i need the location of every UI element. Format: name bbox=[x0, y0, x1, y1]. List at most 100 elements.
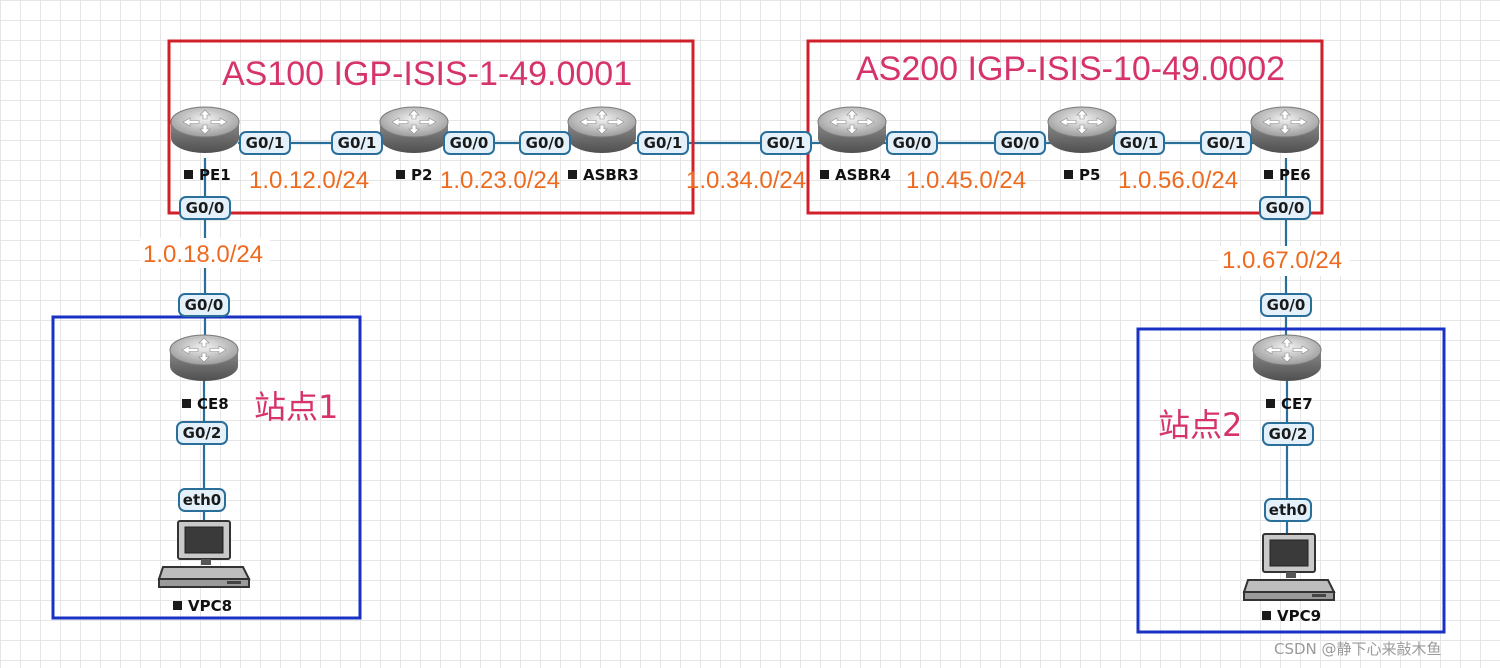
port-badge-label: G0/0 bbox=[1267, 296, 1306, 314]
subnet-pe1-p2: 1.0.12.0/24 bbox=[249, 167, 369, 194]
port-ce8-g00[interactable]: G0/0 bbox=[178, 293, 230, 317]
port-badge-frame bbox=[1260, 293, 1312, 317]
port-badge-label: G0/1 bbox=[644, 134, 683, 152]
port-badge-frame bbox=[176, 421, 228, 445]
port-badge-label: G0/1 bbox=[767, 134, 806, 152]
subnet-p5-pe6: 1.0.56.0/24 bbox=[1118, 167, 1238, 194]
pc-icon bbox=[158, 520, 250, 588]
subnet-pe6-ce7: 1.0.67.0/24 bbox=[1222, 247, 1342, 274]
router-icon bbox=[817, 106, 887, 154]
port-badge-label: G0/1 bbox=[1207, 134, 1246, 152]
device-label-p2: P2 bbox=[396, 166, 432, 184]
port-pe6-g01[interactable]: G0/1 bbox=[1200, 131, 1252, 155]
device-label-text: PE1 bbox=[199, 166, 231, 184]
port-pe1-g01[interactable]: G0/1 bbox=[239, 131, 291, 155]
port-badge-label: G0/0 bbox=[450, 134, 489, 152]
pc-vpc9[interactable] bbox=[1243, 533, 1335, 601]
port-badge-label: G0/1 bbox=[1120, 134, 1159, 152]
watermark: CSDN @静下心来敲木鱼 bbox=[1274, 640, 1442, 658]
port-badge-frame bbox=[443, 131, 495, 155]
port-badge-frame bbox=[179, 196, 231, 220]
port-badge-frame bbox=[994, 131, 1046, 155]
port-vpc8-eth0[interactable]: eth0 bbox=[178, 488, 226, 512]
subnet-p2-asbr3: 1.0.23.0/24 bbox=[440, 167, 560, 194]
links bbox=[202, 141, 1289, 540]
router-icon bbox=[1250, 106, 1320, 154]
port-pe1-g00[interactable]: G0/0 bbox=[179, 196, 231, 220]
port-badge-label: G0/0 bbox=[1001, 134, 1040, 152]
port-pe6-g00[interactable]: G0/0 bbox=[1259, 196, 1311, 220]
device-label-ce8: CE8 bbox=[182, 395, 229, 413]
site2-region-box bbox=[1136, 327, 1446, 634]
port-badge-label: G0/0 bbox=[526, 134, 565, 152]
port-badge-frame bbox=[239, 131, 291, 155]
site2-title: 站点2 bbox=[1158, 406, 1242, 444]
router-icon bbox=[170, 106, 240, 154]
subnet-asbr3-asbr4: 1.0.34.0/24 bbox=[686, 167, 806, 194]
as100-region-box bbox=[167, 39, 695, 215]
as200-region-box bbox=[806, 39, 1324, 215]
subnet-label-bg bbox=[1218, 246, 1350, 276]
port-badge-frame bbox=[178, 293, 230, 317]
port-badge-frame bbox=[1200, 131, 1252, 155]
port-asbr3-g00[interactable]: G0/0 bbox=[519, 131, 571, 155]
port-badge-label: eth0 bbox=[1269, 501, 1307, 519]
port-badge-frame bbox=[1262, 422, 1314, 446]
port-badge-label: G0/1 bbox=[246, 134, 285, 152]
port-ce8-g02[interactable]: G0/2 bbox=[176, 421, 228, 445]
port-badge-frame bbox=[886, 131, 938, 155]
port-ce7-g02[interactable]: G0/2 bbox=[1262, 422, 1314, 446]
device-label-text: VPC9 bbox=[1277, 607, 1321, 625]
port-badge-label: G0/1 bbox=[338, 134, 377, 152]
port-badge-frame bbox=[178, 488, 226, 512]
device-label-pe1: PE1 bbox=[184, 166, 231, 184]
device-label-vpc9: VPC9 bbox=[1262, 607, 1321, 625]
device-label-pe6: PE6 bbox=[1264, 166, 1311, 184]
port-p5-g01[interactable]: G0/1 bbox=[1113, 131, 1165, 155]
port-badge-label: G0/0 bbox=[1266, 199, 1305, 217]
port-p2-g01[interactable]: G0/1 bbox=[331, 131, 383, 155]
port-badge-frame bbox=[637, 131, 689, 155]
device-label-text: ASBR4 bbox=[835, 166, 891, 184]
port-asbr4-g00[interactable]: G0/0 bbox=[886, 131, 938, 155]
as200-title: AS200 IGP-ISIS-10-49.0002 bbox=[856, 50, 1285, 88]
port-p5-g00[interactable]: G0/0 bbox=[994, 131, 1046, 155]
device-label-vpc8: VPC8 bbox=[173, 597, 232, 615]
router-icon bbox=[379, 106, 449, 154]
router-asbr3[interactable] bbox=[567, 106, 637, 154]
port-badge-label: G0/2 bbox=[1269, 425, 1308, 443]
port-badge-label: eth0 bbox=[183, 491, 221, 509]
subnet-asbr4-p5: 1.0.45.0/24 bbox=[906, 167, 1026, 194]
subnet-label-bg bbox=[140, 238, 270, 268]
port-badge-frame bbox=[331, 131, 383, 155]
port-asbr4-g01[interactable]: G0/1 bbox=[760, 131, 812, 155]
site1-title: 站点1 bbox=[254, 388, 338, 426]
device-label-text: P5 bbox=[1079, 166, 1100, 184]
router-icon bbox=[1252, 334, 1322, 382]
device-label-text: CE7 bbox=[1281, 395, 1313, 413]
router-ce7[interactable] bbox=[1252, 334, 1322, 382]
device-label-text: ASBR3 bbox=[583, 166, 639, 184]
port-vpc9-eth0[interactable]: eth0 bbox=[1264, 498, 1312, 522]
port-badge-label: G0/0 bbox=[893, 134, 932, 152]
pc-icon bbox=[1243, 533, 1335, 601]
router-pe1[interactable] bbox=[170, 106, 240, 154]
port-ce7-g00[interactable]: G0/0 bbox=[1260, 293, 1312, 317]
router-p2[interactable] bbox=[379, 106, 449, 154]
port-badge-frame bbox=[1113, 131, 1165, 155]
port-asbr3-g01[interactable]: G0/1 bbox=[637, 131, 689, 155]
port-badge-frame bbox=[1264, 498, 1312, 522]
device-label-text: VPC8 bbox=[188, 597, 232, 615]
router-p5[interactable] bbox=[1047, 106, 1117, 154]
router-pe6[interactable] bbox=[1250, 106, 1320, 154]
router-icon bbox=[1047, 106, 1117, 154]
pc-vpc8[interactable] bbox=[158, 520, 250, 588]
router-asbr4[interactable] bbox=[817, 106, 887, 154]
as100-title: AS100 IGP-ISIS-1-49.0001 bbox=[222, 55, 632, 93]
device-label-text: CE8 bbox=[197, 395, 229, 413]
port-badge-frame bbox=[519, 131, 571, 155]
router-ce8[interactable] bbox=[169, 334, 239, 382]
device-label-ce7: CE7 bbox=[1266, 395, 1313, 413]
router-icon bbox=[567, 106, 637, 154]
port-p2-g00[interactable]: G0/0 bbox=[443, 131, 495, 155]
